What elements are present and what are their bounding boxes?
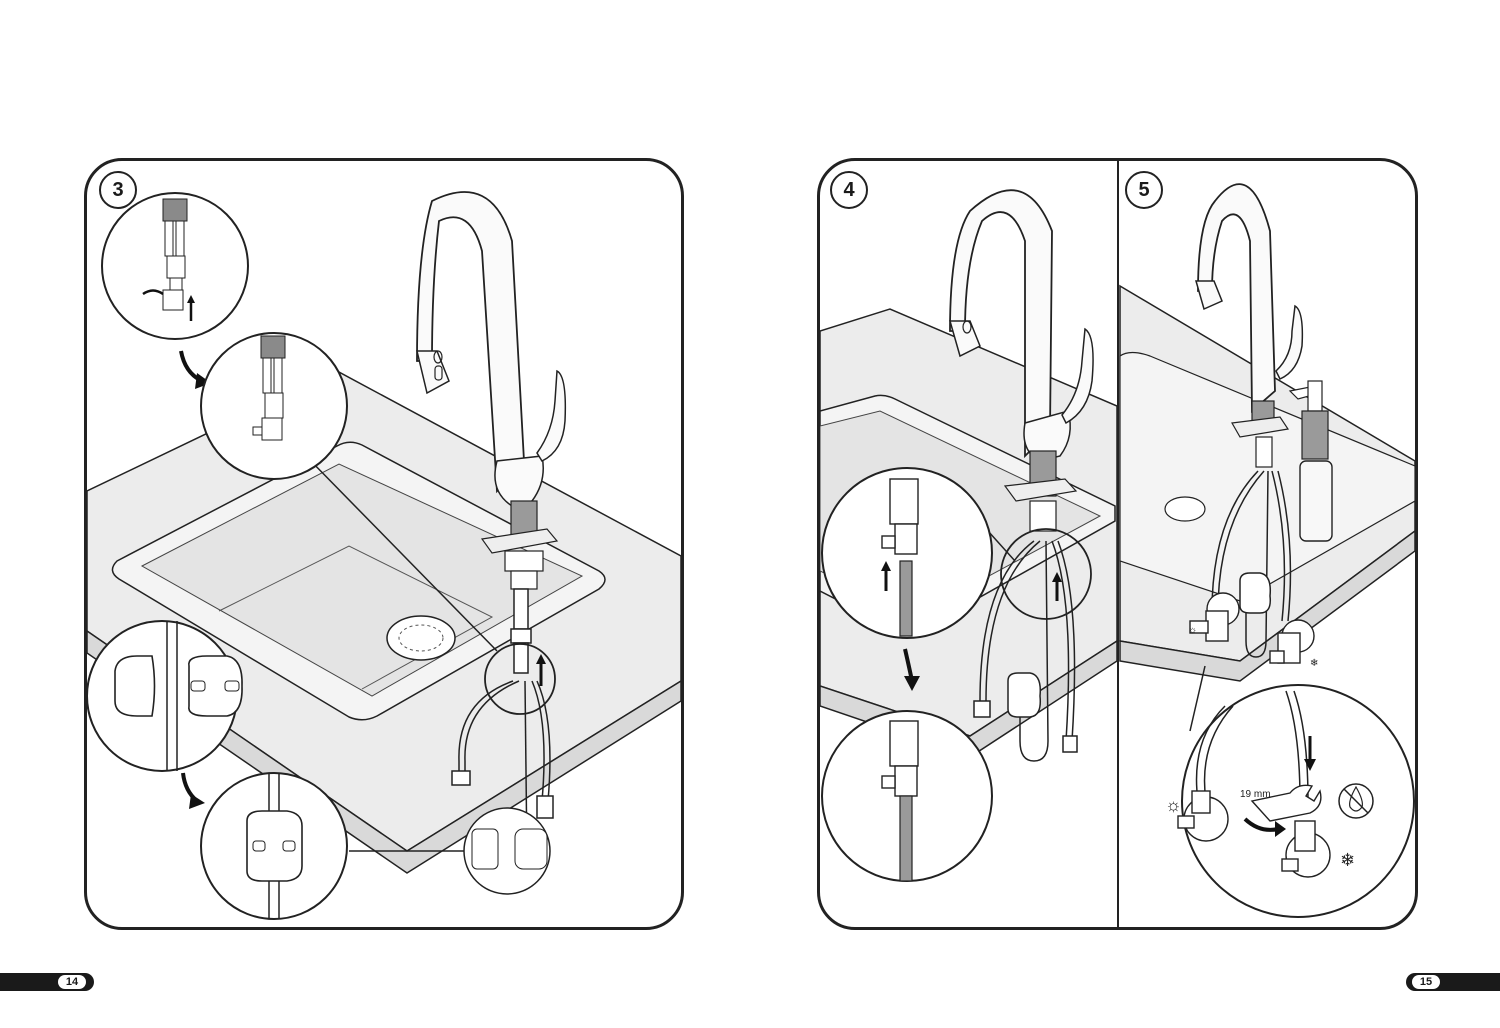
svg-text:☼: ☼ [1188,625,1197,636]
panel-divider [1117,161,1119,927]
snowflake-icon: ❄ [1340,850,1355,870]
step-number-badge: 5 [1125,171,1163,209]
detail-circle-valve-shutoff: 19 mm ☼ ❄ [1165,684,1415,918]
detail-focus-circle [484,643,556,715]
step-3-panel: 3 [84,158,684,930]
detail-circle-connector-2 [200,332,348,480]
step-4-5-illustration: ☼ ❄ 19 mm [820,183,1415,918]
angle-valve [1189,592,1240,642]
detail-circle-hose-weight-open [87,620,243,772]
step-number-badge: 4 [830,171,868,209]
angle-valve [1269,619,1315,664]
hose-weight [1007,672,1042,718]
svg-text:❄: ❄ [1310,658,1318,669]
pull-down-faucet [416,191,567,590]
soap-dispenser [1288,380,1333,542]
page-tab-left: 14 [0,973,94,991]
step-4-5-panel: 4 5 [817,158,1418,930]
drain [386,615,456,661]
detail-circle-small-weight [463,807,551,895]
wrench-icon [1250,784,1322,822]
step-5-scene: ☼ ❄ 19 mm [1119,183,1415,918]
detail-circle-connector-1 [101,192,249,340]
step-3-illustration [87,191,681,920]
step-4-scene [820,189,1118,882]
detail-circle-hose-weight-closed [200,772,348,920]
page-tab-right: 15 [1406,973,1500,991]
wrench-size-label: 19 mm [1240,789,1271,800]
sun-icon: ☼ [1165,795,1182,815]
step-number-badge: 3 [99,171,137,209]
page-number: 14 [58,975,86,989]
no-water-icon [1338,783,1374,819]
page-number: 15 [1412,975,1440,989]
